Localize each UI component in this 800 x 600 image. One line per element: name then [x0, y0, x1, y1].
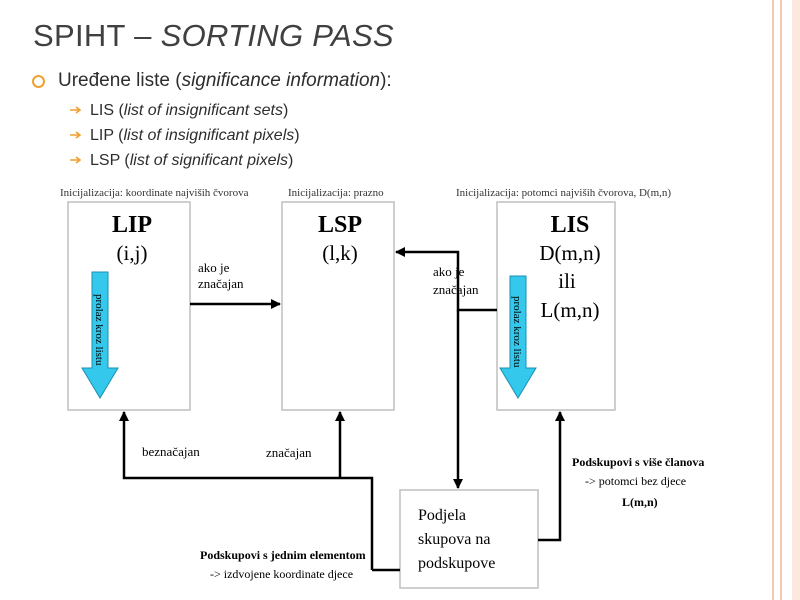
multi-subset-title: Podskupovi s više članova: [572, 455, 704, 469]
multi-subset-desc: -> potomci bez djece: [585, 474, 686, 488]
lsp-box: [281, 201, 395, 411]
znacajan-bottom-label: značajan: [266, 445, 312, 460]
znacajan-label-2: značajan: [433, 282, 479, 297]
lis-init-label: Inicijalizacija: potomci najviših čvorov…: [456, 187, 671, 199]
lip-arrow-text: prolaz kroz listu: [93, 294, 105, 366]
lis-to-lsp-arrow: [395, 247, 497, 312]
to-lip-arrow: [119, 411, 374, 570]
arrow-bullet-icon: [70, 131, 82, 139]
lis-d-label: D(m,n): [539, 241, 600, 265]
lis-arrow-text: prolaz kroz listu: [511, 296, 523, 368]
decorative-right-border: [766, 0, 800, 600]
lis-ili-label: ili: [558, 269, 576, 293]
podjela-box: [399, 489, 539, 589]
arrow-bullet-icon: [70, 156, 82, 164]
znacajan-label-1: značajan: [198, 276, 244, 291]
lis-l-label: L(m,n): [541, 298, 600, 322]
lis-label: LIS: [551, 212, 590, 238]
podjela-line-1: Podjela: [418, 507, 466, 524]
circle-bullet-icon: [32, 75, 45, 88]
podjela-to-lis-arrow: [538, 411, 565, 542]
single-subset-desc: -> izdvojene koordinate djece: [210, 567, 353, 581]
lsp-label: LSP: [318, 212, 362, 238]
ako-je-label-2: ako je: [433, 264, 465, 279]
ako-je-label-1: ako je: [198, 260, 230, 275]
lis-traversal-arrow: [499, 275, 537, 399]
podjela-line-3: podskupove: [418, 555, 495, 572]
multi-subset-l: L(m,n): [622, 495, 658, 509]
slide-title: SPIHT – SORTING PASS: [33, 18, 394, 53]
lip-label: LIP: [112, 212, 152, 238]
lsp-init-label: Inicijalizacija: prazno: [288, 187, 384, 199]
lip-init-label: Inicijalizacija: koordinate najviših čvo…: [60, 187, 249, 199]
podjela-line-2: skupova na: [418, 531, 490, 548]
beznacajan-label: beznačajan: [142, 444, 200, 459]
single-subset-title: Podskupovi s jednim elementom: [200, 548, 366, 562]
lip-traversal-arrow: [81, 271, 119, 399]
lsp-coords: (l,k): [322, 241, 358, 265]
lip-coords: (i,j): [117, 241, 148, 265]
arrow-bullet-icon: [70, 106, 82, 114]
